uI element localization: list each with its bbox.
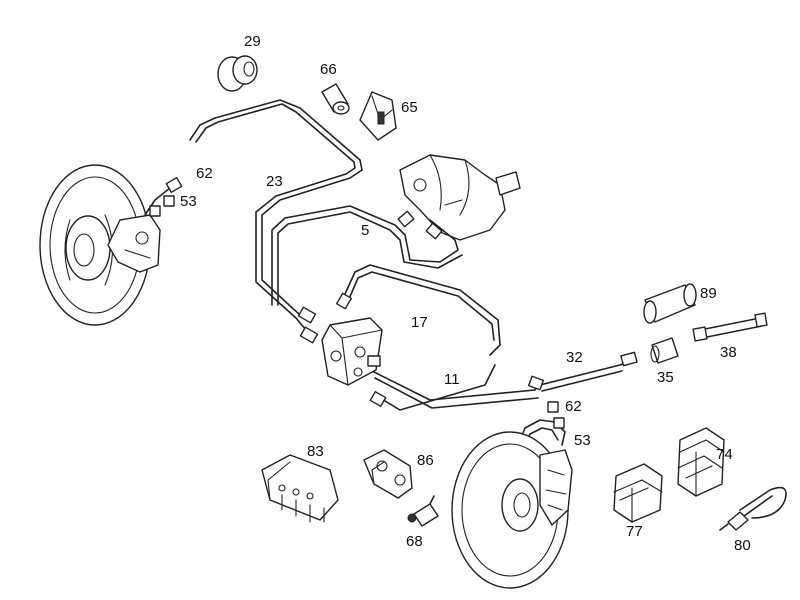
protective-sleeve-part-89 [643,283,697,324]
callout-11: 11 [444,371,460,388]
callout-23: 23 [266,173,283,190]
sensor-part-68 [407,495,439,527]
brake-master-cylinder [399,154,521,241]
callout-17: 17 [411,314,428,331]
callout-labels: 29 66 65 62 53 23 5 17 11 32 89 38 35 62… [180,33,751,554]
callout-83: 83 [307,443,324,460]
coupling-part-35 [650,337,679,364]
line-fittings [149,176,638,429]
front-left-brake-disc [39,164,151,326]
rear-right-brake-caliper [539,449,573,526]
bolt-part-38 [692,312,768,342]
clip-strip-part-83 [261,454,339,523]
callout-80: 80 [734,537,751,554]
callout-62-right: 62 [565,398,582,415]
callout-62-left: 62 [196,165,213,182]
brake-lines [144,99,633,447]
callout-74: 74 [716,446,733,463]
callout-38: 38 [720,344,737,361]
clip-part-86 [363,449,413,499]
brake-pad-set-part-74 [677,427,725,497]
callout-77: 77 [626,523,643,540]
grommet-part-29 [217,55,258,92]
callout-53-left: 53 [180,193,197,210]
clip-part-65 [359,91,397,141]
callout-5: 5 [361,222,369,239]
callout-53-right: 53 [574,432,591,449]
brake-distribution-block [321,317,387,408]
callout-35: 35 [657,369,674,386]
brake-pad-part-77 [613,463,663,523]
callout-89: 89 [700,285,717,302]
callout-29: 29 [244,33,261,50]
callout-65: 65 [401,99,418,116]
cable-tie-part-80 [719,486,787,531]
front-left-brake-caliper [107,214,161,273]
sleeve-part-66 [321,83,350,115]
rear-right-brake-disc [451,431,569,589]
callout-32: 32 [566,349,583,366]
callout-86: 86 [417,452,434,469]
callout-68: 68 [406,533,423,550]
callout-66: 66 [320,61,337,78]
